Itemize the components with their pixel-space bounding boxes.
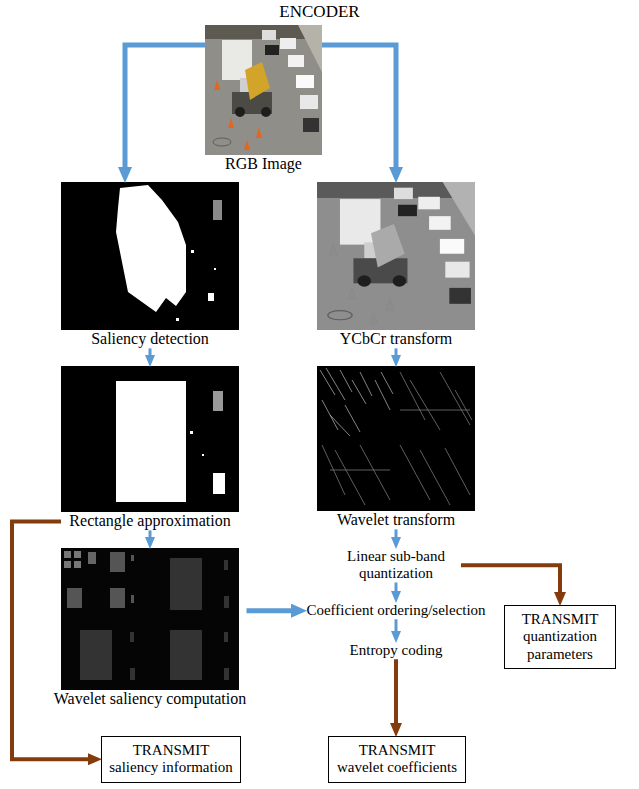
rectangle-map	[61, 366, 239, 512]
connector-arrow	[125, 45, 205, 167]
wavelet-image	[317, 366, 475, 511]
connector-arrow	[247, 608, 292, 613]
saliency-block	[64, 561, 71, 568]
salient-dot	[176, 318, 179, 321]
ycbcr-photo	[317, 182, 475, 330]
image-step: Wavelet transform	[317, 366, 475, 529]
connector-arrow	[322, 45, 396, 167]
saliency-block	[224, 668, 229, 680]
saliency-block	[110, 552, 125, 572]
saliency-block	[130, 668, 135, 680]
image-step: YCbCr transform	[317, 182, 475, 348]
saliency-block	[170, 630, 202, 680]
step-label: Wavelet transform	[317, 511, 475, 529]
step-label: YCbCr transform	[317, 330, 475, 348]
salient-rectangle	[213, 391, 223, 411]
saliency-block	[80, 630, 112, 680]
saliency-map	[61, 182, 239, 330]
step-label: Linear sub-band quantization	[331, 548, 461, 583]
saliency-block	[130, 632, 134, 642]
saliency-block	[224, 596, 229, 608]
salient-region	[208, 293, 214, 301]
connector-arrow	[461, 565, 560, 592]
step-label: Saliency detection	[61, 330, 239, 348]
connector-arrow	[395, 619, 398, 631]
saliency-block	[110, 588, 125, 608]
step-label: RGB Image	[205, 155, 322, 173]
diagram-title: ENCODER	[0, 0, 639, 22]
connector-arrow	[149, 530, 152, 537]
image-step: RGB Image	[205, 25, 322, 173]
connector-arrow	[149, 348, 152, 355]
salient-rectangle	[213, 473, 225, 494]
salient-region	[116, 185, 186, 312]
wavelet-texture	[320, 368, 393, 436]
process-step: Linear sub-band quantization	[331, 548, 461, 583]
saliency-block	[74, 561, 81, 568]
image-step: Rectangle approximation	[61, 366, 239, 530]
output-box: TRANSMIT wavelet coefficients	[328, 736, 466, 783]
image-step: Saliency detection	[61, 182, 239, 348]
connector-arrow	[395, 583, 398, 592]
step-label: Rectangle approximation	[61, 512, 239, 530]
step-label: Entropy coding	[350, 642, 443, 659]
connector-arrow	[395, 348, 398, 355]
saliency-block	[170, 558, 202, 610]
step-label: TRANSMIT saliency information	[108, 742, 234, 777]
saliency-block	[74, 551, 81, 558]
saliency-block	[224, 632, 228, 642]
image-step: Wavelet saliency computation	[54, 548, 247, 708]
saliency-block	[64, 551, 71, 558]
saliency-block	[131, 555, 134, 561]
saliency-block	[88, 552, 96, 564]
step-label: TRANSMIT quantization parameters	[511, 611, 609, 663]
process-step: Coefficient ordering/selection	[306, 602, 486, 619]
wavelet-saliency-map	[61, 548, 239, 690]
step-label: Wavelet saliency computation	[54, 690, 247, 708]
step-label: Coefficient ordering/selection	[306, 602, 486, 619]
saliency-block	[224, 560, 228, 570]
connector-arrow	[395, 529, 398, 537]
salient-dot	[214, 268, 216, 270]
output-box: TRANSMIT quantization parameters	[504, 605, 616, 669]
output-box: TRANSMIT saliency information	[101, 736, 241, 783]
saliency-block	[131, 595, 134, 603]
process-step: Entropy coding	[350, 642, 443, 659]
wavelet-texture	[322, 372, 472, 505]
salient-dot	[191, 250, 194, 253]
rgb-photo	[205, 25, 322, 155]
salient-rectangle	[202, 454, 204, 456]
connector-arrow	[12, 521, 88, 759]
salient-rectangle	[190, 431, 193, 434]
step-label: TRANSMIT wavelet coefficients	[335, 742, 459, 777]
salient-region	[213, 200, 222, 220]
saliency-block	[67, 588, 82, 608]
connector-arrow	[394, 659, 398, 723]
salient-rectangle	[116, 381, 186, 502]
